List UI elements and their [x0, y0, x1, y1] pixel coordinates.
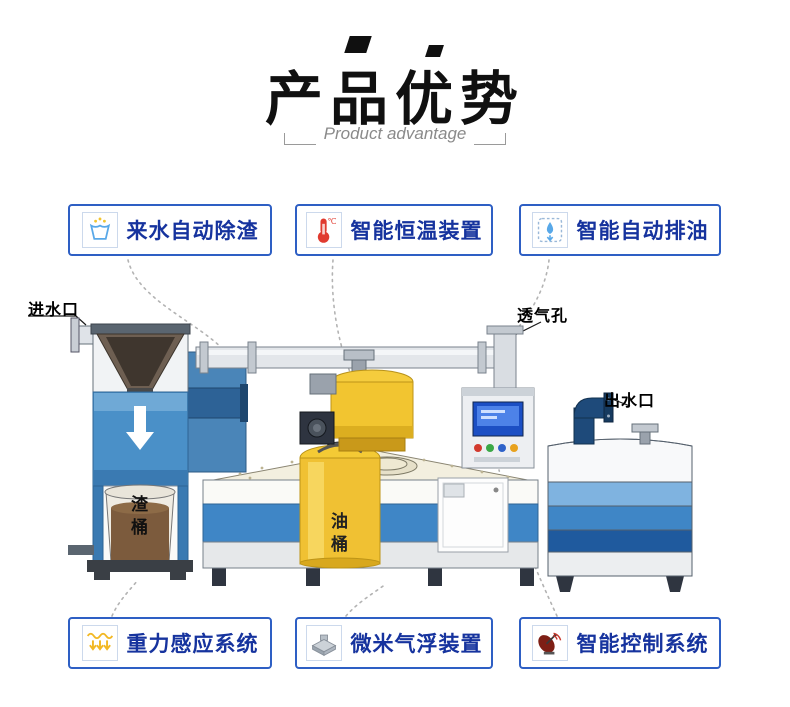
- feature-label: 智能控制系统: [576, 633, 709, 656]
- control-panel: [461, 387, 535, 469]
- heating-unit: [299, 349, 414, 452]
- feature-smart-control: 智能控制系统: [519, 617, 721, 669]
- subtitle-line-left: [283, 133, 316, 145]
- label-water-outlet: 出水口: [604, 393, 656, 410]
- oil-drop-icon: [531, 212, 568, 248]
- gravity-arrows-icon: [81, 625, 118, 661]
- slag-removal-tank: [68, 323, 193, 580]
- feature-label: 微米气浮装置: [350, 633, 483, 656]
- feature-smart-thermostat: ℃ 智能恒温装置: [295, 204, 493, 256]
- feature-label: 重力感应系统: [126, 633, 259, 656]
- feature-gravity-sensing: 重力感应系统: [68, 617, 272, 669]
- bucket-icon: [81, 212, 118, 248]
- clean-water-tank: [547, 438, 693, 592]
- feature-auto-slag-removal: 来水自动除渣: [68, 204, 272, 256]
- subtitle-line-right: [474, 133, 507, 145]
- feature-micro-air-flotation: 微米气浮装置: [295, 617, 493, 669]
- riser-duct: [185, 351, 248, 473]
- subtitle-row: Product advantage: [0, 124, 790, 145]
- satellite-dish-icon: [531, 625, 568, 661]
- feature-label: 智能自动排油: [576, 220, 709, 243]
- feature-label: 来水自动除渣: [126, 220, 259, 243]
- tank-cap: [631, 423, 659, 445]
- label-water-inlet: 进水口: [28, 302, 80, 319]
- label-oil-bucket: 油桶: [331, 512, 349, 554]
- label-vent-hole: 透气孔: [517, 308, 569, 325]
- flotation-device-icon: [305, 625, 342, 661]
- oil-bucket: [299, 441, 381, 569]
- page-title: 产品优势: [264, 67, 525, 132]
- svg-text:℃: ℃: [327, 217, 336, 226]
- feature-label: 智能恒温装置: [350, 220, 483, 243]
- outlet-pipe: [573, 392, 614, 445]
- thermometer-icon: ℃: [305, 212, 342, 248]
- feature-auto-oil-discharge: 智能自动排油: [519, 204, 721, 256]
- page-subtitle: Product advantage: [323, 124, 467, 143]
- junction-box: [437, 477, 509, 553]
- label-slag-bucket: 渣桶: [131, 495, 149, 537]
